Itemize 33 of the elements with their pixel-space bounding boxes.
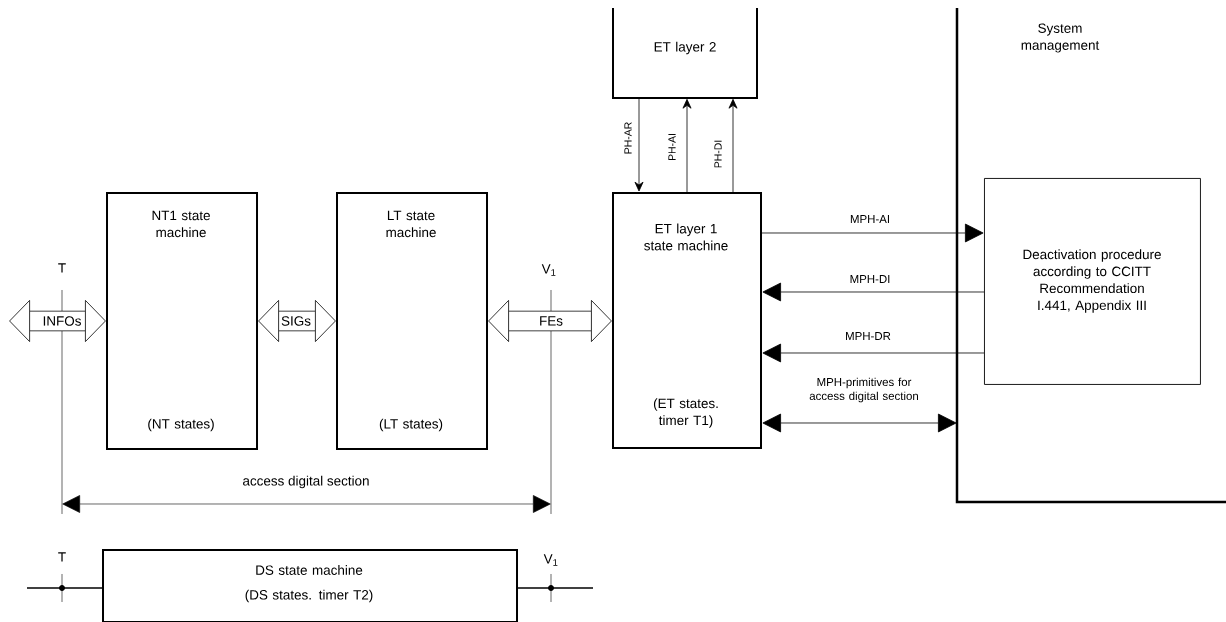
edge-label: MPH-DI [850, 275, 890, 283]
reference-point-label: T [58, 263, 66, 273]
edge-label: PH-AR [624, 122, 632, 154]
state-machine-box: NT1 state machine (NT states) [106, 192, 258, 450]
reference-point-label: V$_{1}$ [541, 264, 556, 276]
arrow [634, 98, 644, 192]
dimension-label: access digital section [243, 475, 369, 489]
arrow [762, 282, 985, 302]
edge-label: PH-AI [668, 134, 676, 161]
state-machine-box: DS state machine (DS states. timer T2) [102, 549, 518, 622]
edge-label: SIGs [280, 315, 312, 327]
edge-label: MPH-primitives for access digital section [809, 377, 918, 403]
double-arrow [258, 300, 336, 342]
arrow [762, 413, 957, 433]
edge-label: MPH-DR [846, 332, 891, 340]
connector-line [26, 587, 103, 589]
state-machine-box: LT state machine (LT states) [336, 192, 488, 450]
procedure-box: Deactivation procedure according to CCITT Recommendation I.441, Appendix III [984, 178, 1201, 385]
arrow [761, 223, 984, 243]
arrow [762, 343, 985, 363]
layer-box: ET layer 2 [612, 7, 758, 99]
reference-point-label: T [58, 552, 66, 562]
state-machine-box: ET layer 1 state machine (ET states. timer T1) [612, 192, 762, 449]
edge-label: MPH-AI [850, 215, 889, 223]
double-arrow [488, 300, 612, 342]
reference-point-label: V$_{1}$ [543, 554, 558, 566]
edge-label: FEs [538, 315, 564, 327]
connector-line [517, 587, 594, 589]
edge-label: INFOs [41, 315, 83, 327]
edge-label: PH-DI [714, 140, 722, 168]
double-arrow [9, 300, 106, 342]
arrow [682, 98, 692, 193]
arrow [728, 98, 738, 193]
